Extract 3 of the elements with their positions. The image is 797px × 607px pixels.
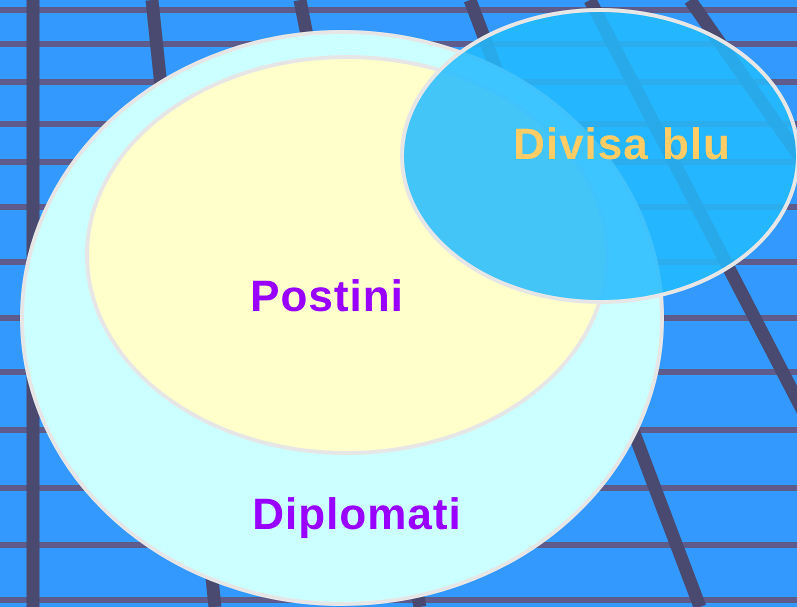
set-label: Diplomati: [252, 490, 462, 540]
set-label: Divisa blu: [513, 120, 731, 170]
set-label: Postini: [250, 272, 404, 322]
